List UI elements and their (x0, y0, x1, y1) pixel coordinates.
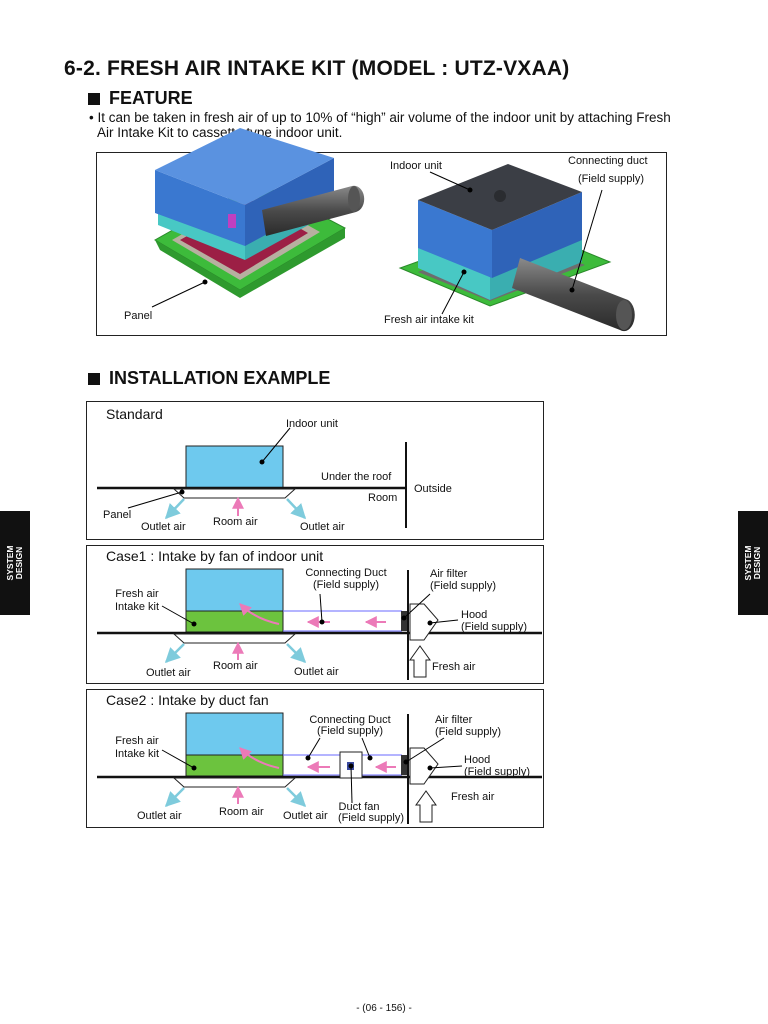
indoor-unit-box (185, 445, 284, 489)
case2-hood-label: Hood (464, 754, 491, 766)
case2-hood-field-supply: (Field supply) (464, 766, 531, 778)
std-under-roof-label: Under the roof (321, 471, 392, 483)
label-fresh-air-intake-kit: Fresh air intake kit (384, 314, 474, 326)
std-outside-label: Outside (414, 483, 452, 495)
case1-diagram (97, 568, 542, 680)
hood-shape (409, 603, 439, 641)
std-outlet-air-left: Outlet air (141, 521, 186, 533)
case2-fan-field-supply: (Field supply) (337, 812, 405, 824)
case2-duct-fan-label: Duct fan (338, 801, 380, 813)
case2-filter-field-supply: (Field supply) (435, 726, 502, 738)
cassette-unit-right-illustration (398, 164, 635, 332)
installation-heading-text: INSTALLATION EXAMPLE (109, 368, 331, 388)
label-indoor-unit: Indoor unit (390, 160, 442, 172)
page-footer: - (06 - 156) - (356, 1003, 412, 1014)
case1-outlet-air-left: Outlet air (146, 667, 191, 679)
feature-text-line1: • It can be taken in fresh air of up to … (89, 110, 671, 125)
std-panel-label: Panel (103, 509, 132, 521)
unit-blue-side (155, 170, 245, 246)
std-indoor-unit-label: Indoor unit (286, 418, 338, 430)
label-panel: Panel (124, 310, 153, 322)
case1-outlet-air-right: Outlet air (294, 666, 339, 678)
case2-outlet-air-right: Outlet air (283, 810, 328, 822)
case1-connecting-duct-label: Connecting Duct (305, 567, 387, 579)
installation-heading: INSTALLATION EXAMPLE (88, 368, 330, 389)
standard-title: Standard (106, 406, 163, 422)
case1-fresh-air-label-outside: Fresh air (432, 661, 476, 673)
case1-hood-label: Hood (461, 609, 488, 621)
case2-diagram (97, 712, 542, 824)
case2-intake-kit-label: Intake kit (114, 748, 160, 760)
std-outlet-air-right: Outlet air (300, 521, 345, 533)
case2-title: Case2 : Intake by duct fan (106, 692, 269, 708)
standard-diagram-frame (86, 401, 544, 540)
outlet-air-arrow-right (286, 498, 307, 520)
square-bullet-icon (88, 92, 100, 105)
case1-fresh-air-label: Fresh air (115, 588, 159, 600)
case2-connecting-duct-label: Connecting Duct (309, 714, 391, 726)
case1-duct-field-supply: (Field supply) (312, 579, 380, 591)
label-duct-field-supply: (Field supply) (578, 173, 645, 185)
case2-fresh-air-label-outside: Fresh air (451, 791, 495, 803)
case1-room-air: Room air (213, 660, 258, 672)
case1-title: Case1 : Intake by fan of indoor unit (106, 548, 324, 564)
case2-room-air: Room air (219, 806, 264, 818)
outlet-air-arrow-left (164, 498, 185, 520)
std-room-air: Room air (213, 516, 258, 528)
case1-hood-field-supply: (Field supply) (461, 621, 528, 633)
feature-text-line2: Air Intake Kit to cassette type indoor u… (97, 125, 343, 140)
case2-fresh-air-label: Fresh air (115, 735, 159, 747)
feature-description: • It can be taken in fresh air of up to … (89, 110, 709, 140)
case1-air-filter-label: Air filter (430, 568, 468, 580)
case2-duct-field-supply: (Field supply) (316, 725, 384, 737)
case1-intake-kit-label: Intake kit (114, 601, 160, 613)
case1-diagram-frame (86, 545, 544, 684)
case2-diagram-frame (86, 689, 544, 828)
panel-shape (172, 488, 297, 499)
connecting-duct-left (262, 185, 365, 236)
case2-air-filter-label: Air filter (435, 714, 473, 726)
fresh-air-arrow (409, 645, 431, 678)
feature-heading: FEATURE (88, 88, 193, 109)
standard-diagram (97, 427, 407, 528)
case1-filter-field-supply: (Field supply) (430, 580, 497, 592)
air-filter-shape (401, 611, 407, 631)
square-bullet-icon (88, 372, 100, 385)
case2-outlet-air-left: Outlet air (137, 810, 182, 822)
page-title: 6-2. FRESH AIR INTAKE KIT (MODEL : UTZ-V… (64, 57, 570, 80)
feature-heading-text: FEATURE (109, 88, 193, 108)
cassette-unit-left-illustration (153, 128, 365, 298)
connecting-duct-right (512, 258, 635, 332)
label-connecting-duct: Connecting duct (568, 155, 648, 167)
std-room-label: Room (368, 492, 398, 504)
